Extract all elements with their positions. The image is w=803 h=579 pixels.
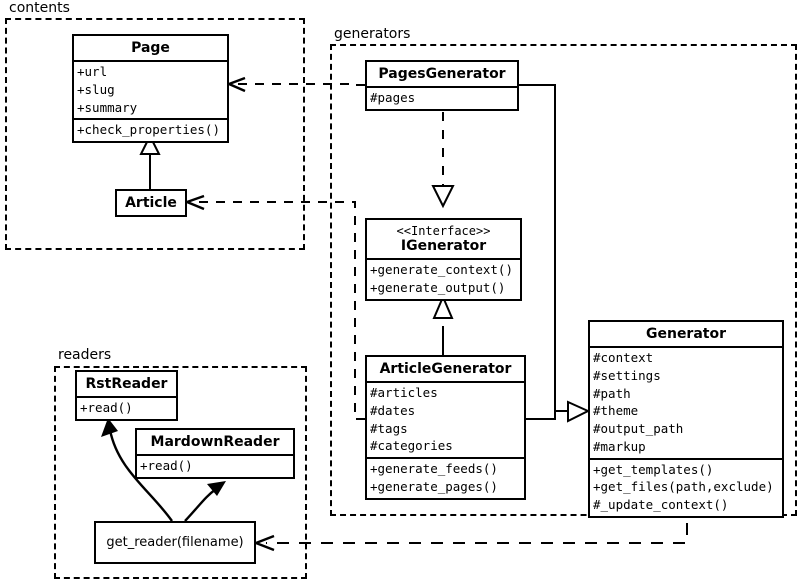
class-rst-reader[interactable]: RstReader +read() [75, 370, 178, 421]
attribute: #theme [593, 403, 639, 419]
attribute: #path [593, 385, 631, 401]
method: +generate_pages() [370, 478, 498, 494]
attribute: #dates [370, 402, 416, 418]
class-mardown-reader-methods: +read() [137, 454, 293, 477]
class-rst-reader-title: RstReader [85, 376, 168, 392]
class-pages-generator-attributes: #pages [367, 86, 517, 109]
attribute: #output_path [593, 421, 684, 437]
attribute: #articles [370, 385, 438, 401]
attribute: #categories [370, 438, 453, 454]
attribute: #tags [370, 420, 408, 436]
method: +read() [80, 400, 133, 416]
method: +read() [140, 458, 193, 474]
class-igenerator-stereotype: <<Interface>> [396, 224, 491, 238]
class-page[interactable]: Page +url +slug +summary +check_properti… [72, 34, 229, 144]
class-mardown-reader-title: MardownReader [150, 434, 280, 450]
function-get-reader-label: get_reader(filename) [106, 535, 244, 550]
class-article-generator-methods: +generate_feeds() +generate_pages() [367, 457, 524, 498]
method: +generate_output() [370, 280, 506, 296]
attribute: #settings [593, 367, 661, 383]
attribute: +summary [77, 99, 138, 115]
class-generator-methods: +get_templates() +get_files(path,exclude… [590, 457, 782, 516]
attribute: #pages [370, 90, 416, 106]
class-pages-generator[interactable]: PagesGenerator #pages [365, 60, 519, 111]
method: +check_properties() [77, 122, 220, 138]
class-igenerator[interactable]: <<Interface>> IGenerator +generate_conte… [365, 218, 522, 301]
class-igenerator-methods: +generate_context() +generate_output() [367, 258, 520, 299]
function-get-reader[interactable]: get_reader(filename) [94, 521, 256, 564]
package-readers-label: readers [55, 347, 115, 363]
method: #_update_context() [593, 497, 729, 513]
class-article-generator[interactable]: ArticleGenerator #articles #dates #tags … [365, 355, 526, 500]
method: +generate_feeds() [370, 461, 498, 477]
method: +get_files(path,exclude) [593, 479, 774, 495]
class-page-methods: +check_properties() [74, 118, 227, 141]
class-article[interactable]: Article [115, 189, 187, 218]
class-pages-generator-title: PagesGenerator [378, 66, 506, 82]
class-igenerator-name: IGenerator [400, 238, 487, 255]
class-generator-attributes: #context #settings #path #theme #output_… [590, 346, 782, 458]
method: +generate_context() [370, 262, 513, 278]
class-page-attributes: +url +slug +summary [74, 60, 227, 118]
class-generator[interactable]: Generator #context #settings #path #them… [588, 320, 784, 518]
class-igenerator-title: <<Interface>> IGenerator [367, 220, 520, 258]
package-readers [54, 366, 307, 579]
method: +get_templates() [593, 461, 714, 477]
attribute: +url [77, 64, 108, 80]
package-contents [5, 18, 305, 250]
class-article-title: Article [125, 195, 177, 211]
class-generator-title: Generator [645, 326, 726, 342]
package-contents-label: contents [6, 0, 73, 16]
class-article-generator-title: ArticleGenerator [379, 361, 512, 377]
attribute: #markup [593, 438, 646, 454]
class-page-title: Page [131, 40, 170, 56]
class-rst-reader-methods: +read() [77, 396, 176, 419]
class-mardown-reader[interactable]: MardownReader +read() [135, 428, 295, 479]
attribute: #context [593, 350, 654, 366]
attribute: +slug [77, 81, 115, 97]
class-article-generator-attributes: #articles #dates #tags #categories [367, 381, 524, 457]
package-generators-label: generators [331, 26, 414, 42]
